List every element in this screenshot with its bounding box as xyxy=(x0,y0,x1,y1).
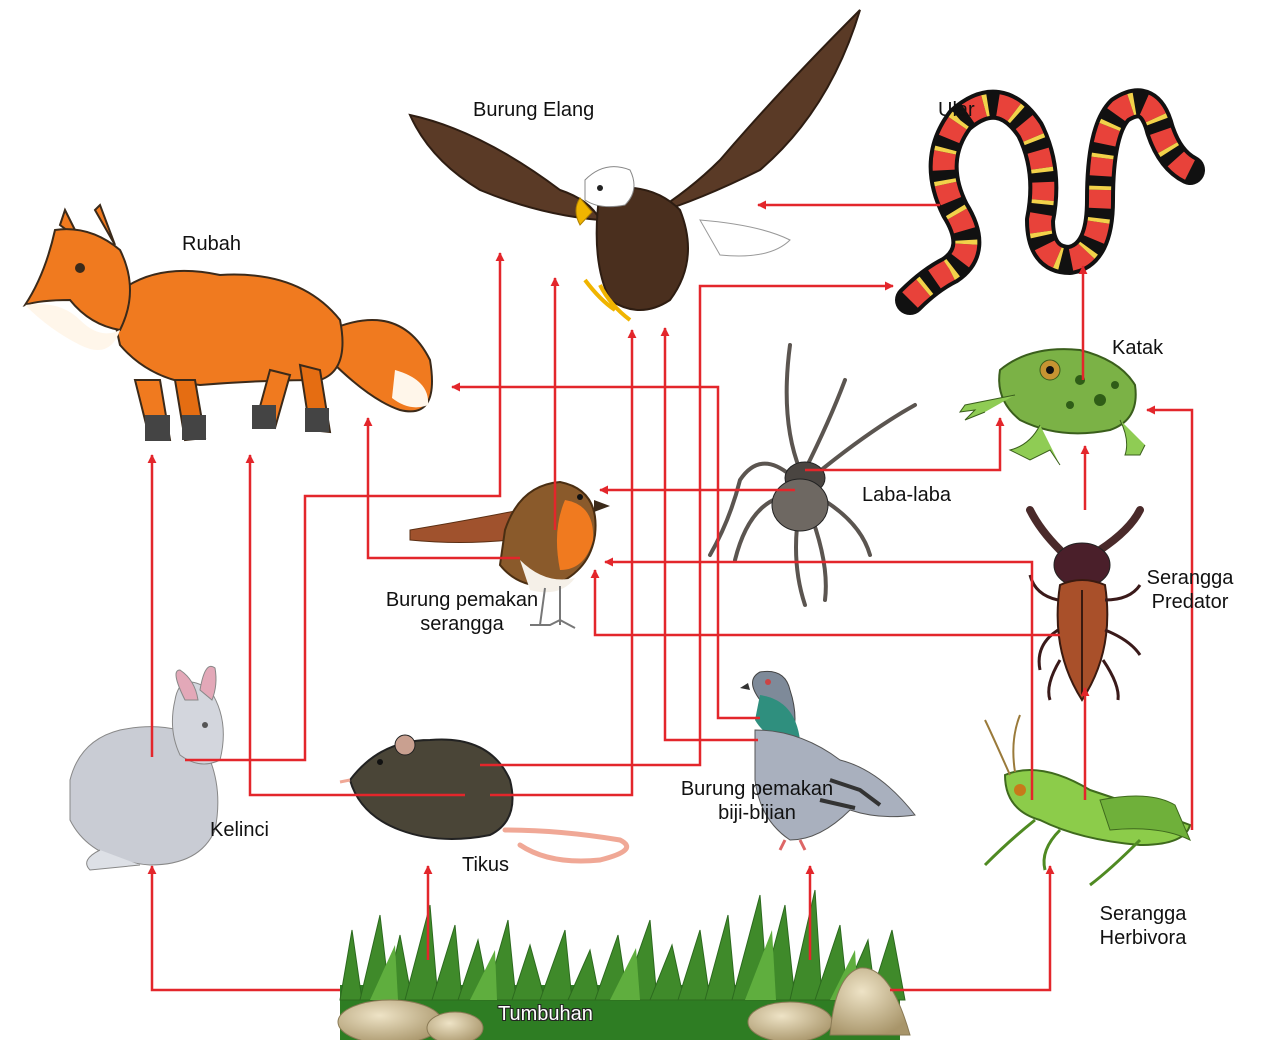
label-serangga-predator-line2: Predator xyxy=(1130,590,1250,614)
label-kelinci: Kelinci xyxy=(210,818,269,842)
label-burung-pemakan-serangga: Burung pemakan serangga xyxy=(352,588,572,636)
frog-katak-illustration xyxy=(960,349,1145,465)
rat-tikus-illustration xyxy=(340,735,627,861)
label-laba-laba: Laba-laba xyxy=(862,483,951,507)
label-serangga-predator: Serangga Predator xyxy=(1130,566,1250,614)
snake-ular-illustration xyxy=(910,103,1190,300)
label-serangga-herbivora-line1: Serangga xyxy=(1078,902,1208,926)
beetle-serangga-predator-illustration xyxy=(1030,510,1140,700)
eagle-burung-elang-illustration xyxy=(410,10,860,320)
label-katak: Katak xyxy=(1112,336,1163,360)
label-tumbuhan: Tumbuhan xyxy=(498,1002,593,1026)
rabbit-kelinci-illustration xyxy=(70,666,223,870)
plant-tumbuhan-illustration xyxy=(338,890,910,1040)
label-burung-pemakan-biji: Burung pemakan biji-bijian xyxy=(652,777,862,825)
label-rubah: Rubah xyxy=(182,232,241,256)
grasshopper-serangga-herbivora-illustration xyxy=(985,715,1190,885)
label-ular: Ular xyxy=(938,98,975,122)
label-serangga-predator-line1: Serangga xyxy=(1130,566,1250,590)
label-serangga-herbivora-line2: Herbivora xyxy=(1078,926,1208,950)
arrow-tumbuhan-to-kelinci xyxy=(152,866,340,990)
label-burung-pemakan-biji-line1: Burung pemakan xyxy=(652,777,862,801)
arrow-burung-biji-to-rubah xyxy=(452,387,760,718)
label-burung-pemakan-serangga-line2: serangga xyxy=(352,612,572,636)
label-serangga-herbivora: Serangga Herbivora xyxy=(1078,902,1208,950)
label-tikus: Tikus xyxy=(462,853,509,877)
label-burung-elang: Burung Elang xyxy=(473,98,594,122)
arrow-laba-laba-to-katak xyxy=(805,418,1000,470)
spider-laba-laba-illustration xyxy=(710,345,915,605)
label-burung-pemakan-biji-line2: biji-bijian xyxy=(652,801,862,825)
arrow-serangga-herbivora-to-katak xyxy=(1147,410,1192,830)
arrow-tumbuhan-to-serangga-herbivora xyxy=(890,866,1050,990)
label-burung-pemakan-serangga-line1: Burung pemakan xyxy=(352,588,572,612)
